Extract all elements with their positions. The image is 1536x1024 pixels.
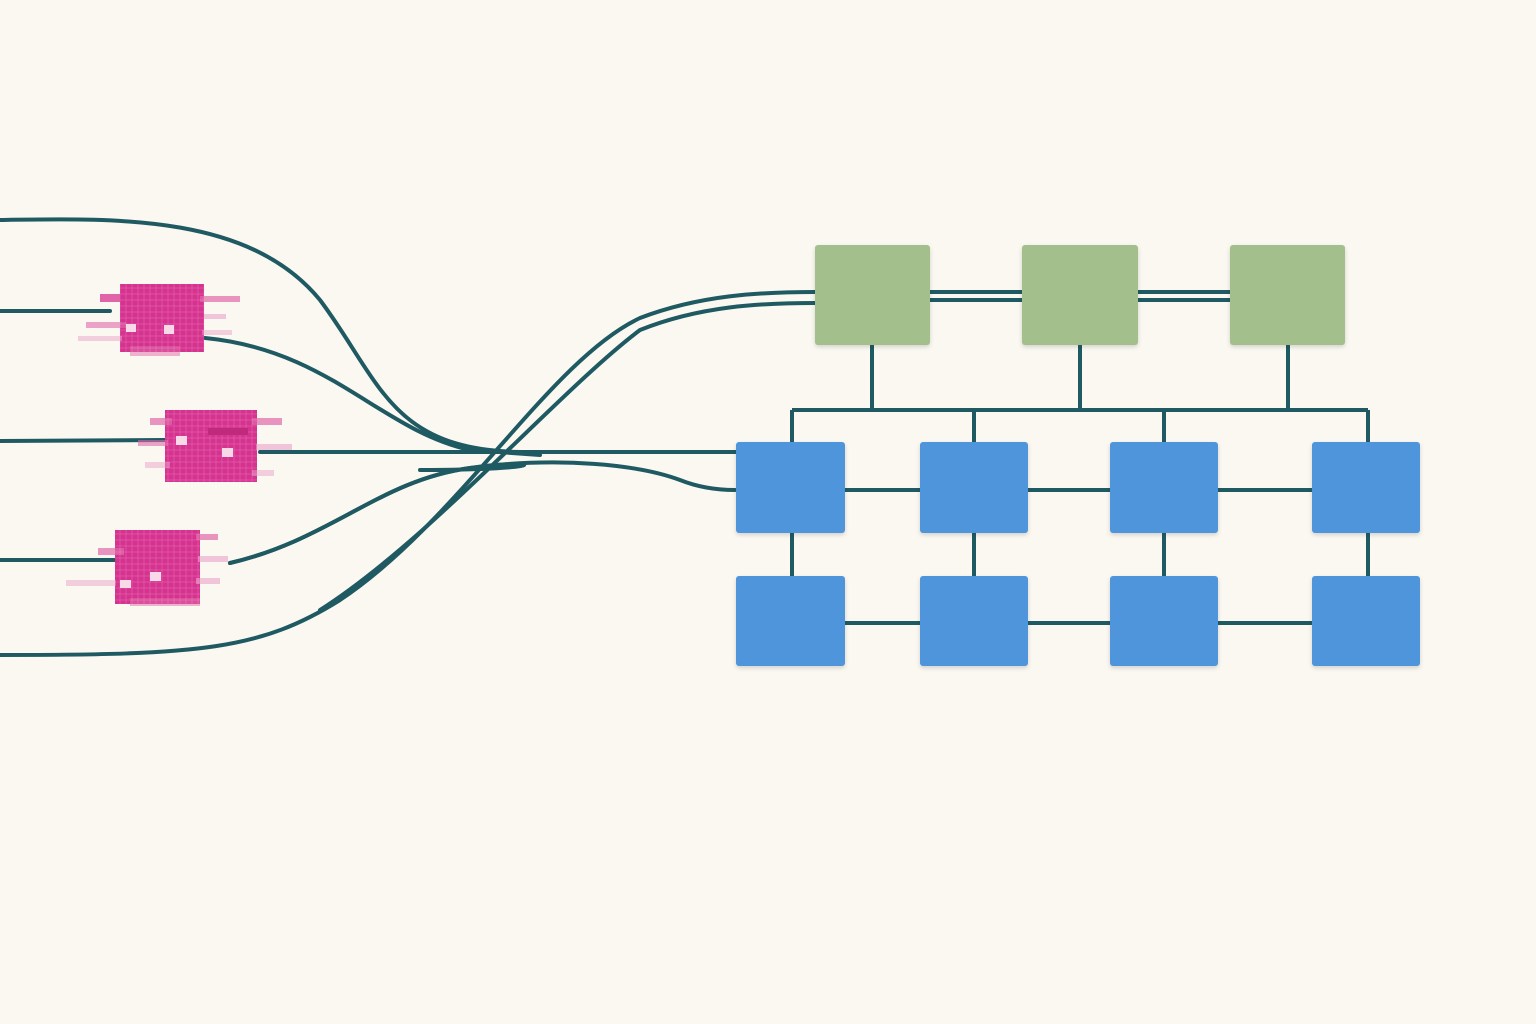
green-link-1-2 <box>930 290 1022 302</box>
glitch-block-1 <box>78 284 240 356</box>
blue-box-r2c3 <box>1110 576 1218 666</box>
green-box-row <box>815 245 1345 345</box>
wire-to-green-c <box>318 301 817 612</box>
blue-box-r1c3 <box>1110 442 1218 533</box>
green-box-1 <box>815 245 930 345</box>
blue-box-r2c1 <box>736 576 845 666</box>
wire-glitch3-out <box>228 460 737 565</box>
blue-box-r2c4 <box>1312 576 1420 666</box>
blue-box-r2c2 <box>920 576 1028 666</box>
blue-box-grid <box>736 442 1420 666</box>
glitch-block-3 <box>66 530 228 606</box>
blue-box-r1c1 <box>736 442 845 533</box>
wire-glitch2-in <box>0 438 167 443</box>
blue-box-r1c2 <box>920 442 1028 533</box>
wire-to-green-a <box>0 290 817 657</box>
blue-box-r1c4 <box>1312 442 1420 533</box>
green-box-2 <box>1022 245 1138 345</box>
green-box-3 <box>1230 245 1345 345</box>
glitch-block-2 <box>138 410 292 482</box>
wire-top <box>0 217 737 454</box>
connector-group <box>790 290 1370 625</box>
wire-group <box>0 217 817 657</box>
wire-glitch1-out <box>203 336 542 457</box>
green-link-2-3 <box>1138 290 1230 302</box>
